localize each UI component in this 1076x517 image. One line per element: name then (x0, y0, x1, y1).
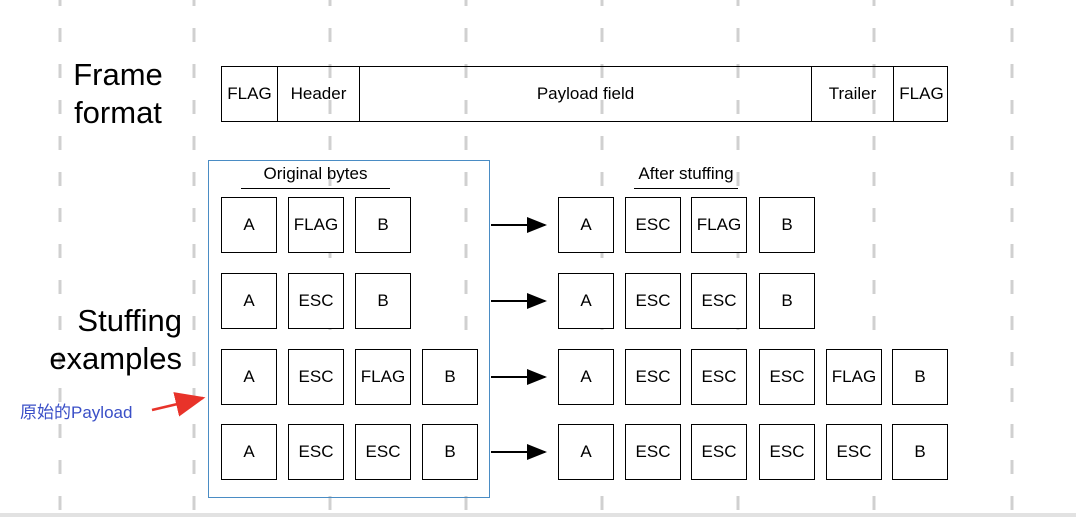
stuffing-examples-label-line2: examples (49, 341, 182, 376)
stuffed-byte: FLAG (691, 197, 747, 253)
original-byte: B (355, 197, 411, 253)
after-stuffing-title: After stuffing (634, 164, 738, 189)
stuffed-byte: A (558, 424, 614, 480)
stuffed-byte: B (892, 424, 948, 480)
original-byte: A (221, 197, 277, 253)
frame-field-payload: Payload field (360, 67, 812, 121)
stuffed-byte: A (558, 349, 614, 405)
original-byte: A (221, 273, 277, 329)
original-byte: A (221, 349, 277, 405)
frame-format-label-line1: Frame (73, 57, 163, 92)
original-byte: FLAG (355, 349, 411, 405)
original-bytes-title-text: Original bytes (263, 164, 368, 183)
original-byte: ESC (288, 424, 344, 480)
original-byte: B (422, 424, 478, 480)
original-byte: A (221, 424, 277, 480)
stuffed-byte: ESC (691, 424, 747, 480)
stuffed-byte: B (759, 273, 815, 329)
original-byte: ESC (288, 273, 344, 329)
frame-field-flag-end: FLAG (899, 84, 944, 103)
stuffed-byte: ESC (691, 349, 747, 405)
original-payload-annotation: 原始的Payload (20, 403, 133, 422)
stuffed-byte: ESC (625, 273, 681, 329)
stuffing-examples-label-line1: Stuffing (77, 303, 182, 338)
original-byte: B (422, 349, 478, 405)
bottom-bar (0, 513, 1076, 517)
original-bytes-title: Original bytes (241, 164, 390, 189)
stuffed-byte: FLAG (826, 349, 882, 405)
original-bytes-highlight-box (208, 160, 490, 498)
stuffed-byte: ESC (759, 349, 815, 405)
original-byte: ESC (288, 349, 344, 405)
original-byte: ESC (355, 424, 411, 480)
original-byte: FLAG (288, 197, 344, 253)
frame-format-label: Frame format (62, 56, 174, 132)
stuffed-byte: ESC (625, 349, 681, 405)
stuffed-byte: ESC (826, 424, 882, 480)
stuffing-examples-label: Stuffing examples (30, 302, 182, 378)
annotation-arrow (151, 392, 206, 417)
frame-field-header: Header (278, 67, 360, 121)
stuffed-byte: A (558, 273, 614, 329)
frame-field-trailer: Trailer (812, 67, 894, 121)
stuffed-byte: ESC (625, 197, 681, 253)
original-byte: B (355, 273, 411, 329)
frame-field-flag-start: FLAG (222, 67, 278, 121)
after-stuffing-title-text: After stuffing (638, 164, 734, 183)
frame-format-diagram: FLAG Header Payload field Trailer FLAG (221, 66, 948, 122)
stuffed-byte: A (558, 197, 614, 253)
frame-format-label-line2: format (74, 95, 162, 130)
stuffed-byte: ESC (625, 424, 681, 480)
stuffed-byte: ESC (759, 424, 815, 480)
stuffed-byte: B (892, 349, 948, 405)
stuffed-byte: ESC (691, 273, 747, 329)
stuffed-byte: B (759, 197, 815, 253)
